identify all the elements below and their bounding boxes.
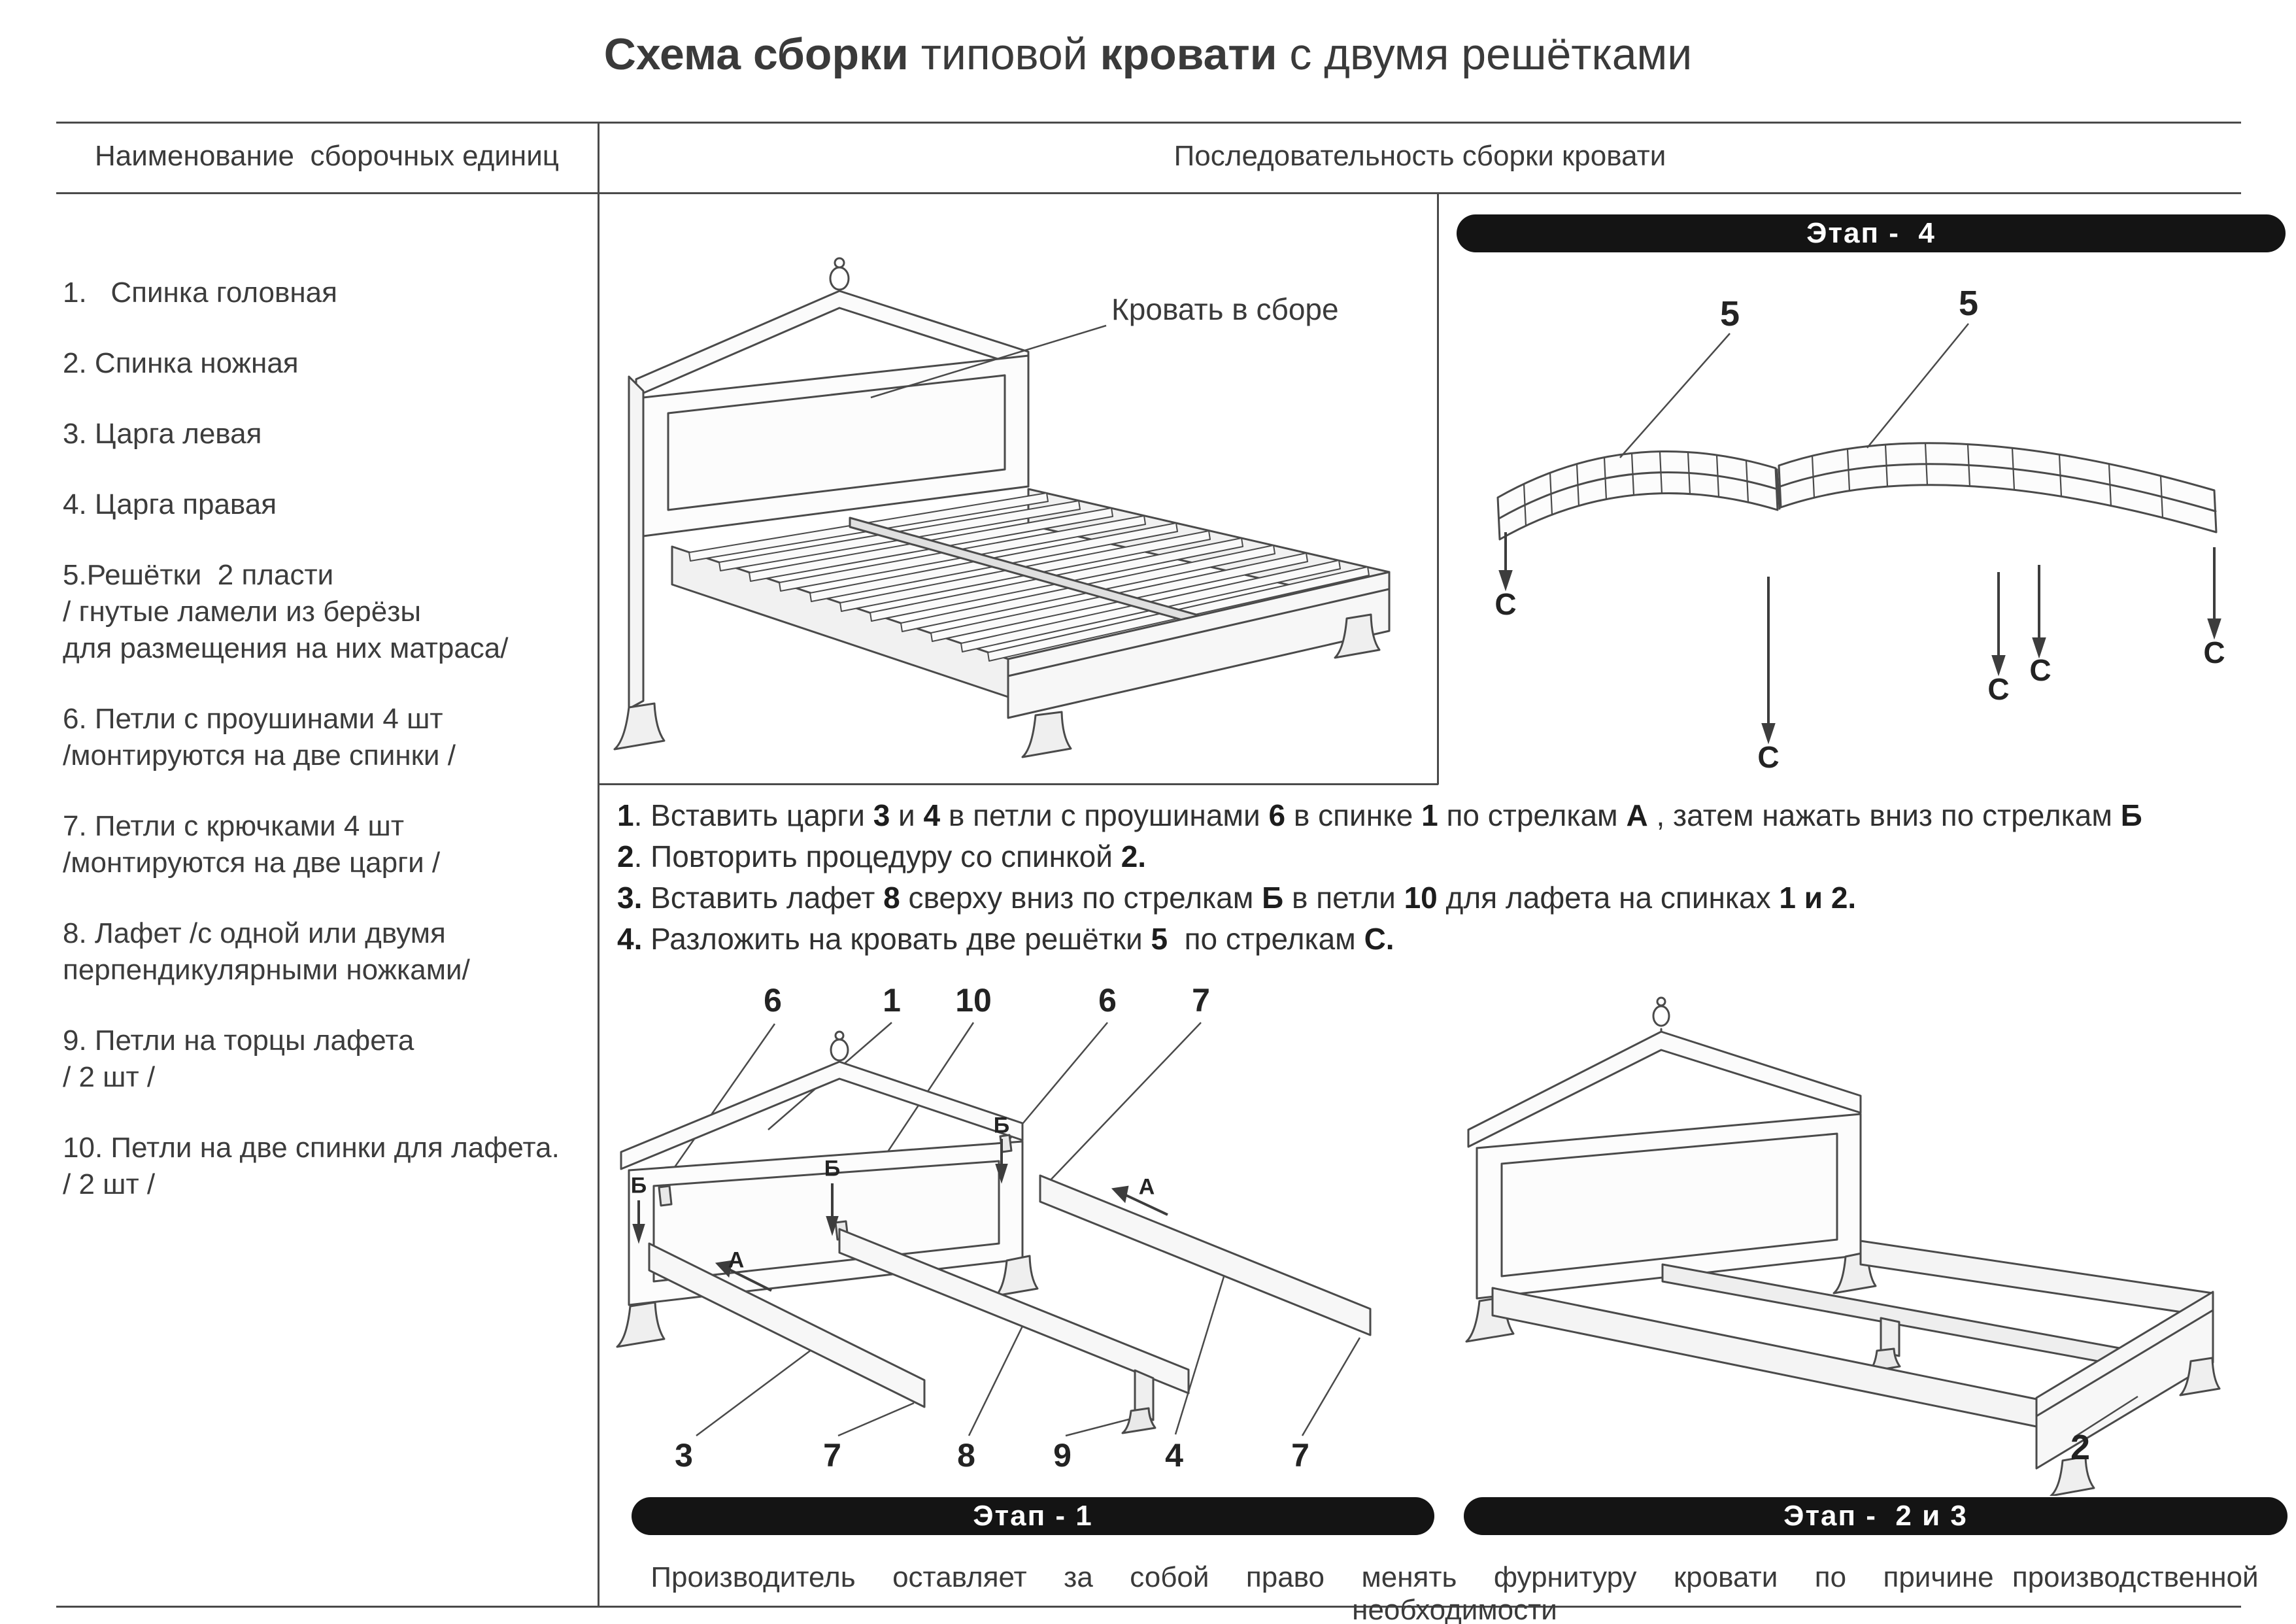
title-seg-1: Схема сборки [603, 29, 909, 79]
parts-list: 1. Спинка головная 2. Спинка ножная 3. Цар… [63, 275, 592, 1237]
instruction-line: 3. Вставить лафет 8 сверху вниз по стрел… [617, 881, 1857, 915]
stage4-banner-label: Этап - 4 [1806, 217, 1936, 249]
stage1-top-label-10: 10 [955, 982, 992, 1019]
stage1-top-label-7: 7 [1192, 982, 1210, 1019]
divider-bed-bottom [599, 783, 1438, 785]
stage4-banner: Этап - 4 [1457, 214, 2286, 252]
part-item: 9. Петли на торцы лафета/ 2 шт / [63, 1024, 414, 1093]
stage1-label-a1: А [728, 1247, 745, 1273]
part-item: 2. Спинка ножная [63, 347, 299, 379]
stage4-label-c4: С [2029, 653, 2051, 687]
title-seg-2: типовой [908, 29, 1100, 79]
stage1-top-label-1: 1 [883, 982, 901, 1019]
divider-bed-stage4 [1437, 194, 1439, 785]
part-item: 6. Петли с проушинами 4 шт/монтируются н… [63, 703, 456, 771]
divider-top [56, 122, 2241, 124]
part-item: 7. Петли с крючками 4 шт/монтируются на … [63, 810, 441, 879]
stage1-banner-label: Этап - 1 [973, 1500, 1093, 1532]
stage4-label-c3: С [1987, 672, 2010, 706]
assembled-bed-caption: Кровать в сборе [1111, 292, 1339, 326]
title-seg-3: кровати [1100, 29, 1277, 79]
sequence-column-header: Последовательность сборки кровати [1173, 140, 1666, 172]
stage23-drawing [1465, 996, 2221, 1496]
stage1-label-b2: Б [824, 1156, 841, 1181]
stage23-banner-label: Этап - 2 и 3 [1783, 1500, 1968, 1532]
instruction-line: 4. Разложить на кровать две решётки 5 по… [617, 922, 1394, 956]
part-item: 3. Царга левая [63, 418, 262, 450]
stage4-label-5-left: 5 [1719, 294, 1740, 333]
stage4-label-5-right: 5 [1958, 284, 1979, 323]
divider-header [56, 192, 2241, 194]
stage23-label-2: 2 [2070, 1428, 2091, 1467]
assembled-bed-drawing [613, 257, 1391, 758]
stage4-label-c2: С [1757, 740, 1780, 774]
stage1-top-label-6a: 6 [764, 982, 782, 1019]
stage1-label-b3: Б [993, 1113, 1010, 1138]
stage1-bottom-label-7b: 7 [1291, 1437, 1309, 1474]
parts-column-header: Наименование сборочных единиц [94, 140, 559, 172]
page-title: Схема сборки типовой кровати с двумя реш… [0, 29, 2296, 80]
assembled-bed-panel: Кровать в сборе [609, 201, 1434, 781]
part-item: 5.Решётки 2 пласти/ гнутые ламели из бер… [63, 559, 509, 664]
divider-bottom [56, 1606, 2241, 1608]
part-item: 4. Царга правая [63, 488, 277, 520]
stage4-drawing [1496, 323, 2221, 745]
stage4-panel: 5 5 С С С С С [1449, 262, 2292, 778]
title-seg-4: с двумя решётками [1277, 29, 1693, 79]
part-item: 1. Спинка головная [63, 277, 337, 309]
stage1-label-a2: А [1138, 1174, 1155, 1200]
divider-columns [598, 122, 599, 1607]
stage1-bottom-label-8: 8 [957, 1437, 975, 1474]
stage23-banner: Этап - 2 и 3 [1464, 1497, 2288, 1535]
stage1-banner: Этап - 1 [632, 1497, 1434, 1535]
stage4-label-c5: С [2203, 635, 2225, 669]
stage4-label-c1: С [1494, 587, 1517, 621]
stage23-panel: 2 [1455, 986, 2293, 1496]
instruction-line: 1. Вставить царги 3 и 4 в петли с проуши… [617, 798, 2142, 832]
stage1-top-label-6b: 6 [1098, 982, 1117, 1019]
stage1-bottom-label-3: 3 [675, 1437, 693, 1474]
stage1-bottom-label-7a: 7 [823, 1437, 841, 1474]
footer-note: Производитель оставляет за собой право м… [650, 1561, 2277, 1624]
instructions: 1. Вставить царги 3 и 4 в петли с проуши… [617, 795, 2291, 960]
stage1-label-b1: Б [630, 1173, 647, 1198]
instruction-line: 2. Повторить процедуру со спинкой 2. [617, 839, 1147, 873]
stage1-bottom-label-9: 9 [1053, 1437, 1072, 1474]
stage1-panel: 6 1 10 6 7 Б Б Б А А 3 7 8 9 4 7 [608, 979, 1438, 1496]
part-item: 10. Петли на две спинки для лафета./ 2 ш… [63, 1132, 560, 1200]
stage1-bottom-label-4: 4 [1165, 1437, 1183, 1474]
stage1-drawing [616, 1022, 1372, 1437]
